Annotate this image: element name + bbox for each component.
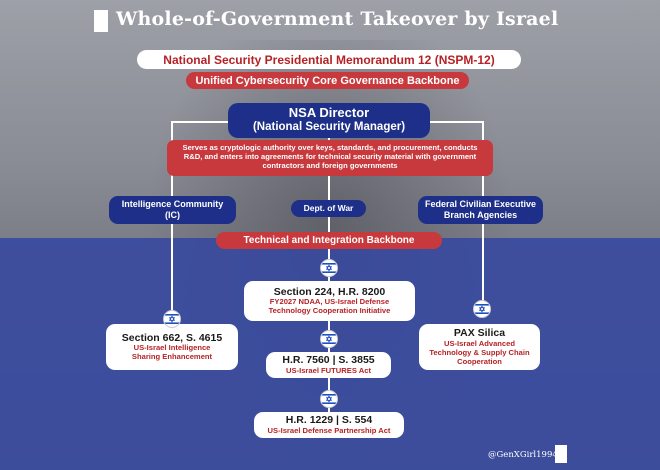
hr1229-sub1: US-Israel Defense Partnership Act <box>268 427 391 436</box>
tech-backbone-bar: Technical and Integration Backbone <box>216 232 442 249</box>
intelligence-community-box: Intelligence Community (IC) <box>109 196 236 224</box>
tech-backbone-label: Technical and Integration Backbone <box>244 235 415 246</box>
nsa-description: Serves as cryptologic authority over key… <box>183 143 478 170</box>
nsa-title: NSA Director <box>289 106 369 121</box>
nsa-subtitle: (National Security Manager) <box>253 121 405 134</box>
israel-flag-icon <box>320 330 338 348</box>
section-662-card: Section 662, S. 4615 US-Israel Intellige… <box>106 324 238 370</box>
memo-label: National Security Presidential Memorandu… <box>163 53 494 67</box>
ic-line2: (IC) <box>165 210 180 221</box>
title-marker <box>94 10 108 32</box>
author-handle: @GenXGirl1994 <box>488 450 558 460</box>
memo-banner: National Security Presidential Memorandu… <box>137 50 521 69</box>
connector-left-long <box>171 224 173 316</box>
sec662-sub2: Sharing Enhancement <box>132 353 212 362</box>
israel-flag-icon <box>473 300 491 318</box>
war-label: Dept. of War <box>304 203 354 213</box>
ic-line1: Intelligence Community <box>122 199 224 210</box>
hr-1229-card: H.R. 1229 | S. 554 US-Israel Defense Par… <box>254 412 404 438</box>
nsa-director-box: NSA Director (National Security Manager) <box>228 103 430 138</box>
section-224-card: Section 224, H.R. 8200 FY2027 NDAA, US-I… <box>244 281 415 321</box>
federal-line1: Federal Civilian Executive <box>425 199 536 210</box>
israel-flag-icon <box>320 259 338 277</box>
pax-silica-card: PAX Silica US-Israel Advanced Technology… <box>419 324 540 370</box>
pax-title: PAX Silica <box>454 327 505 339</box>
nsa-description-box: Serves as cryptologic authority over key… <box>167 140 493 176</box>
sec224-sub2: Technology Cooperation Initiative <box>269 307 391 316</box>
federal-agencies-box: Federal Civilian Executive Branch Agenci… <box>418 196 543 224</box>
federal-line2: Branch Agencies <box>444 210 517 221</box>
dept-of-war-box: Dept. of War <box>291 200 366 217</box>
hr7560-sub1: US-Israel FUTURES Act <box>286 367 371 376</box>
page-title: Whole-of-Government Takeover by Israel <box>116 8 558 30</box>
israel-flag-icon <box>320 390 338 408</box>
hr1229-title: H.R. 1229 | S. 554 <box>286 414 372 426</box>
pax-sub3: Cooperation <box>457 358 502 367</box>
cyber-backbone-bar: Unified Cybersecurity Core Governance Ba… <box>186 72 469 89</box>
corner-marker <box>555 445 567 463</box>
israel-flag-icon <box>163 310 181 328</box>
cyber-backbone-label: Unified Cybersecurity Core Governance Ba… <box>195 75 459 87</box>
hr-7560-card: H.R. 7560 | S. 3855 US-Israel FUTURES Ac… <box>266 352 391 378</box>
hr7560-title: H.R. 7560 | S. 3855 <box>282 354 374 366</box>
